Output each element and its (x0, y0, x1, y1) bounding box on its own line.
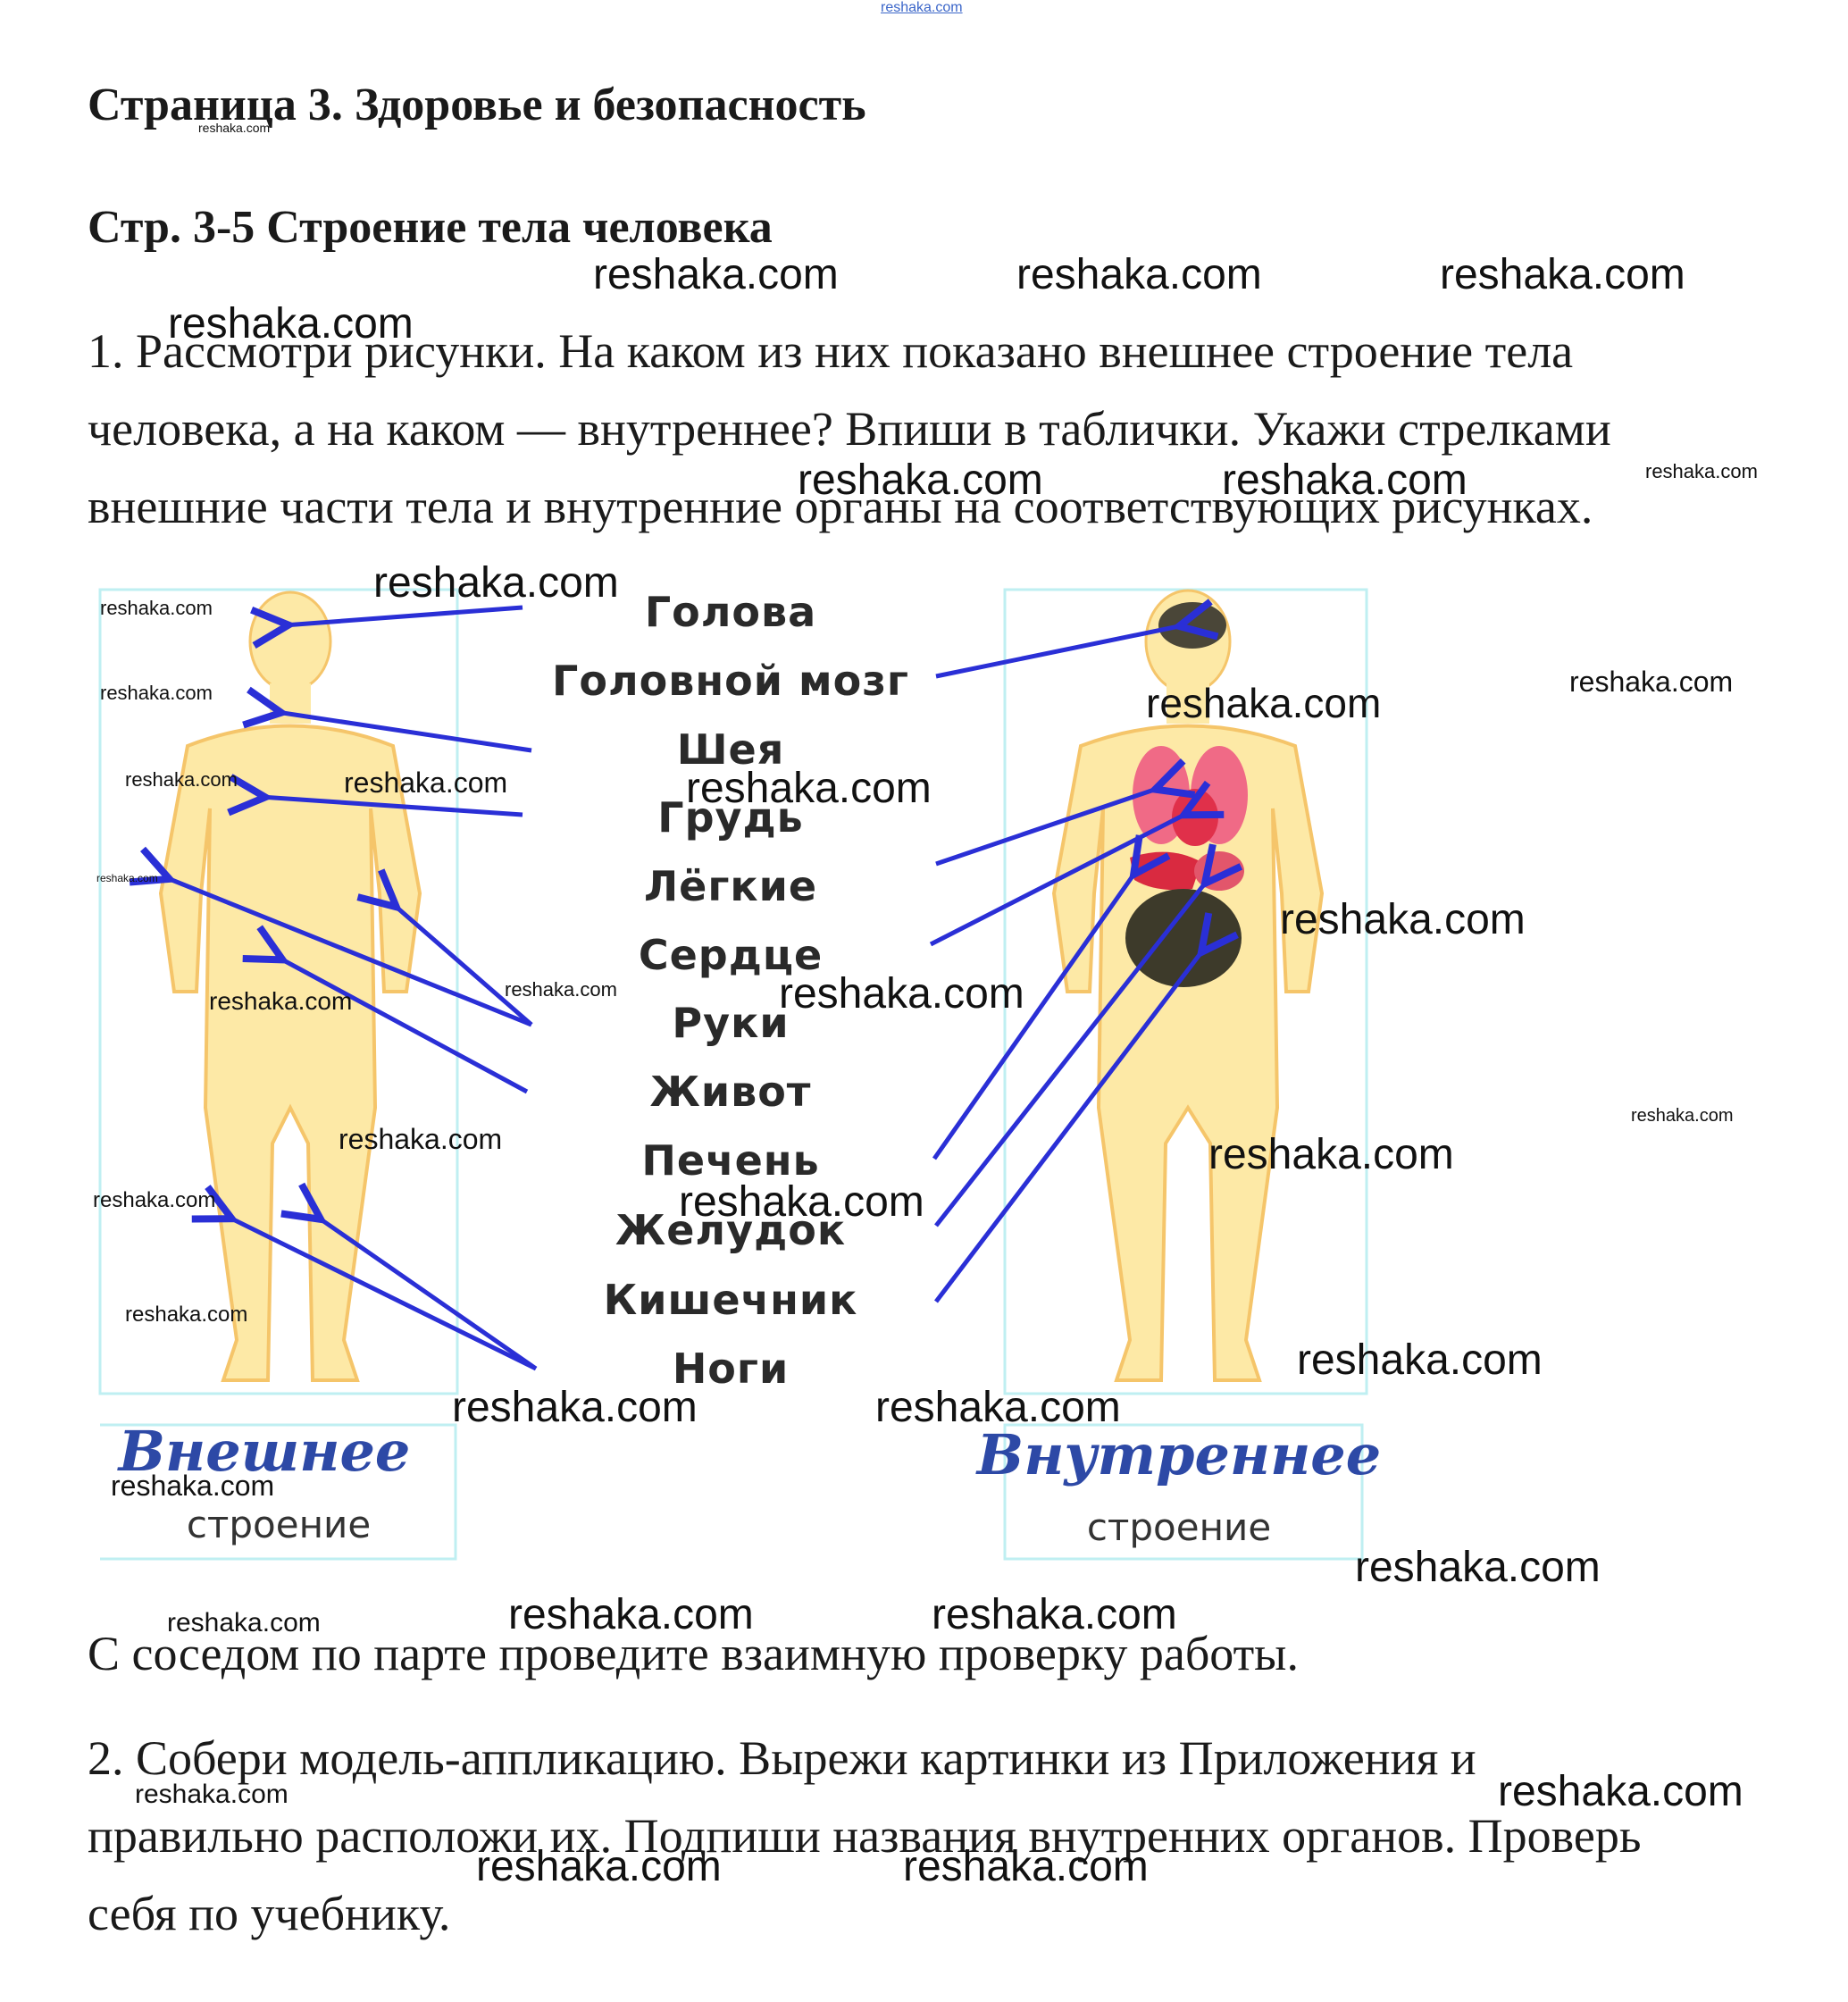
watermark: reshaka.com (373, 559, 619, 607)
watermark: reshaka.com (476, 1843, 722, 1890)
term-arms: Руки (672, 999, 790, 1047)
watermark: reshaka.com (593, 251, 839, 298)
term-chest: Грудь (657, 793, 804, 842)
watermark: reshaka.com (1208, 1131, 1454, 1178)
check-instruction: С соседом по парте проведите взаимную пр… (88, 1627, 1299, 1680)
watermark: reshaka.com (1498, 1768, 1743, 1815)
term-lungs: Лёгкие (643, 862, 818, 910)
term-legs: Ноги (672, 1344, 790, 1393)
term-heart: Сердце (638, 931, 824, 979)
left-picture-frame (98, 588, 459, 1395)
task2-line: себя по учебнику. (88, 1887, 451, 1940)
task2-line: правильно расположи их. Подпиши названия… (88, 1809, 1642, 1863)
arrow-arm-right (393, 904, 533, 1026)
watermark: reshaka.com (505, 978, 617, 1001)
arrow-neck (277, 712, 532, 753)
arrow-leg-left (228, 1217, 538, 1371)
arrow-lungs (935, 788, 1159, 867)
watermark: reshaka.com (779, 970, 1024, 1018)
watermark: reshaka.com (686, 765, 932, 812)
watermark: reshaka.com (1569, 666, 1734, 698)
watermark: reshaka.com (135, 1780, 288, 1809)
arrow-head (284, 605, 523, 625)
arrow-abdomen (279, 958, 529, 1094)
arrow-intestine (934, 949, 1204, 1303)
term-liver: Печень (641, 1136, 820, 1185)
watermark: reshaka.com (1280, 896, 1526, 943)
watermark: reshaka.com (932, 1591, 1177, 1638)
watermark: reshaka.com (1016, 251, 1262, 298)
section-title: Стр. 3-5 Строение тела человека (88, 202, 773, 253)
task1-line: внешние части тела и внутренние органы н… (88, 480, 1593, 533)
watermark: reshaka.com (168, 300, 414, 348)
watermark: reshaka.com (209, 987, 353, 1015)
page-title: Страница 3. Здоровье и безопасность (88, 80, 866, 130)
watermark: reshaka.com (344, 766, 508, 799)
watermark: reshaka.com (125, 1303, 248, 1327)
task2-text: 2. Собери модель-аппликацию. Вырежи карт… (88, 1720, 1641, 1953)
internal-arrows (929, 625, 1208, 1303)
watermark: reshaka.com (111, 1470, 275, 1502)
left-tag-subtitle: строение (186, 1503, 372, 1546)
watermark: reshaka.com (508, 1591, 754, 1638)
arrow-brain (935, 625, 1183, 679)
watermark: reshaka.com (125, 768, 238, 791)
right-tag-title: Внутреннее (976, 1422, 1382, 1487)
left-tag-box (100, 1423, 457, 1561)
task1-line: 1. Рассмотри рисунки. На каком из них по… (88, 324, 1574, 378)
task1-text: 1. Рассмотри рисунки. На каком из них по… (88, 313, 1611, 546)
watermark: reshaka.com (96, 872, 158, 884)
term-abdomen: Живот (649, 1068, 812, 1116)
watermark: reshaka.com (1146, 680, 1382, 726)
external-arrows (165, 605, 538, 1371)
term-stomach: Желудок (615, 1206, 847, 1254)
term-golova: Голова (644, 588, 817, 636)
term-neck: Шея (676, 725, 785, 774)
watermark: reshaka.com (798, 457, 1043, 504)
right-tag-subtitle: строение (1086, 1505, 1272, 1549)
term-brain: Головной мозг (552, 657, 909, 705)
brain-organ (1158, 602, 1226, 649)
watermark: reshaka.com (452, 1384, 698, 1431)
arrow-chest (261, 797, 523, 817)
site-mark[interactable]: reshaka.com (881, 0, 963, 15)
watermark: reshaka.com (167, 1608, 321, 1638)
watermark: reshaka.com (1631, 1106, 1734, 1126)
watermark: reshaka.com (100, 682, 213, 704)
watermark: reshaka.com (1645, 460, 1758, 482)
watermark: reshaka.com (198, 121, 271, 135)
left-tag-title: Внешнее (118, 1419, 411, 1484)
watermark: reshaka.com (100, 597, 213, 619)
watermark: reshaka.com (679, 1178, 924, 1226)
arrow-leg-right (317, 1217, 538, 1371)
watermark: reshaka.com (903, 1843, 1149, 1890)
watermark: reshaka.com (875, 1384, 1121, 1431)
right-tag-box (1003, 1423, 1364, 1561)
term-intestine: Кишечник (603, 1276, 858, 1324)
task1-line: человека, а на каком — внутреннее? Впиши… (88, 402, 1611, 456)
arrow-stomach (934, 880, 1208, 1227)
watermark: reshaka.com (1355, 1544, 1601, 1591)
watermark: reshaka.com (93, 1188, 216, 1212)
watermark: reshaka.com (1297, 1336, 1543, 1384)
arrow-arm-left (165, 877, 532, 1027)
arrow-liver (932, 871, 1136, 1160)
watermark: reshaka.com (339, 1123, 503, 1155)
watermark: reshaka.com (1440, 251, 1685, 298)
task2-line: 2. Собери модель-аппликацию. Вырежи карт… (88, 1731, 1476, 1785)
watermark: reshaka.com (1222, 457, 1468, 504)
